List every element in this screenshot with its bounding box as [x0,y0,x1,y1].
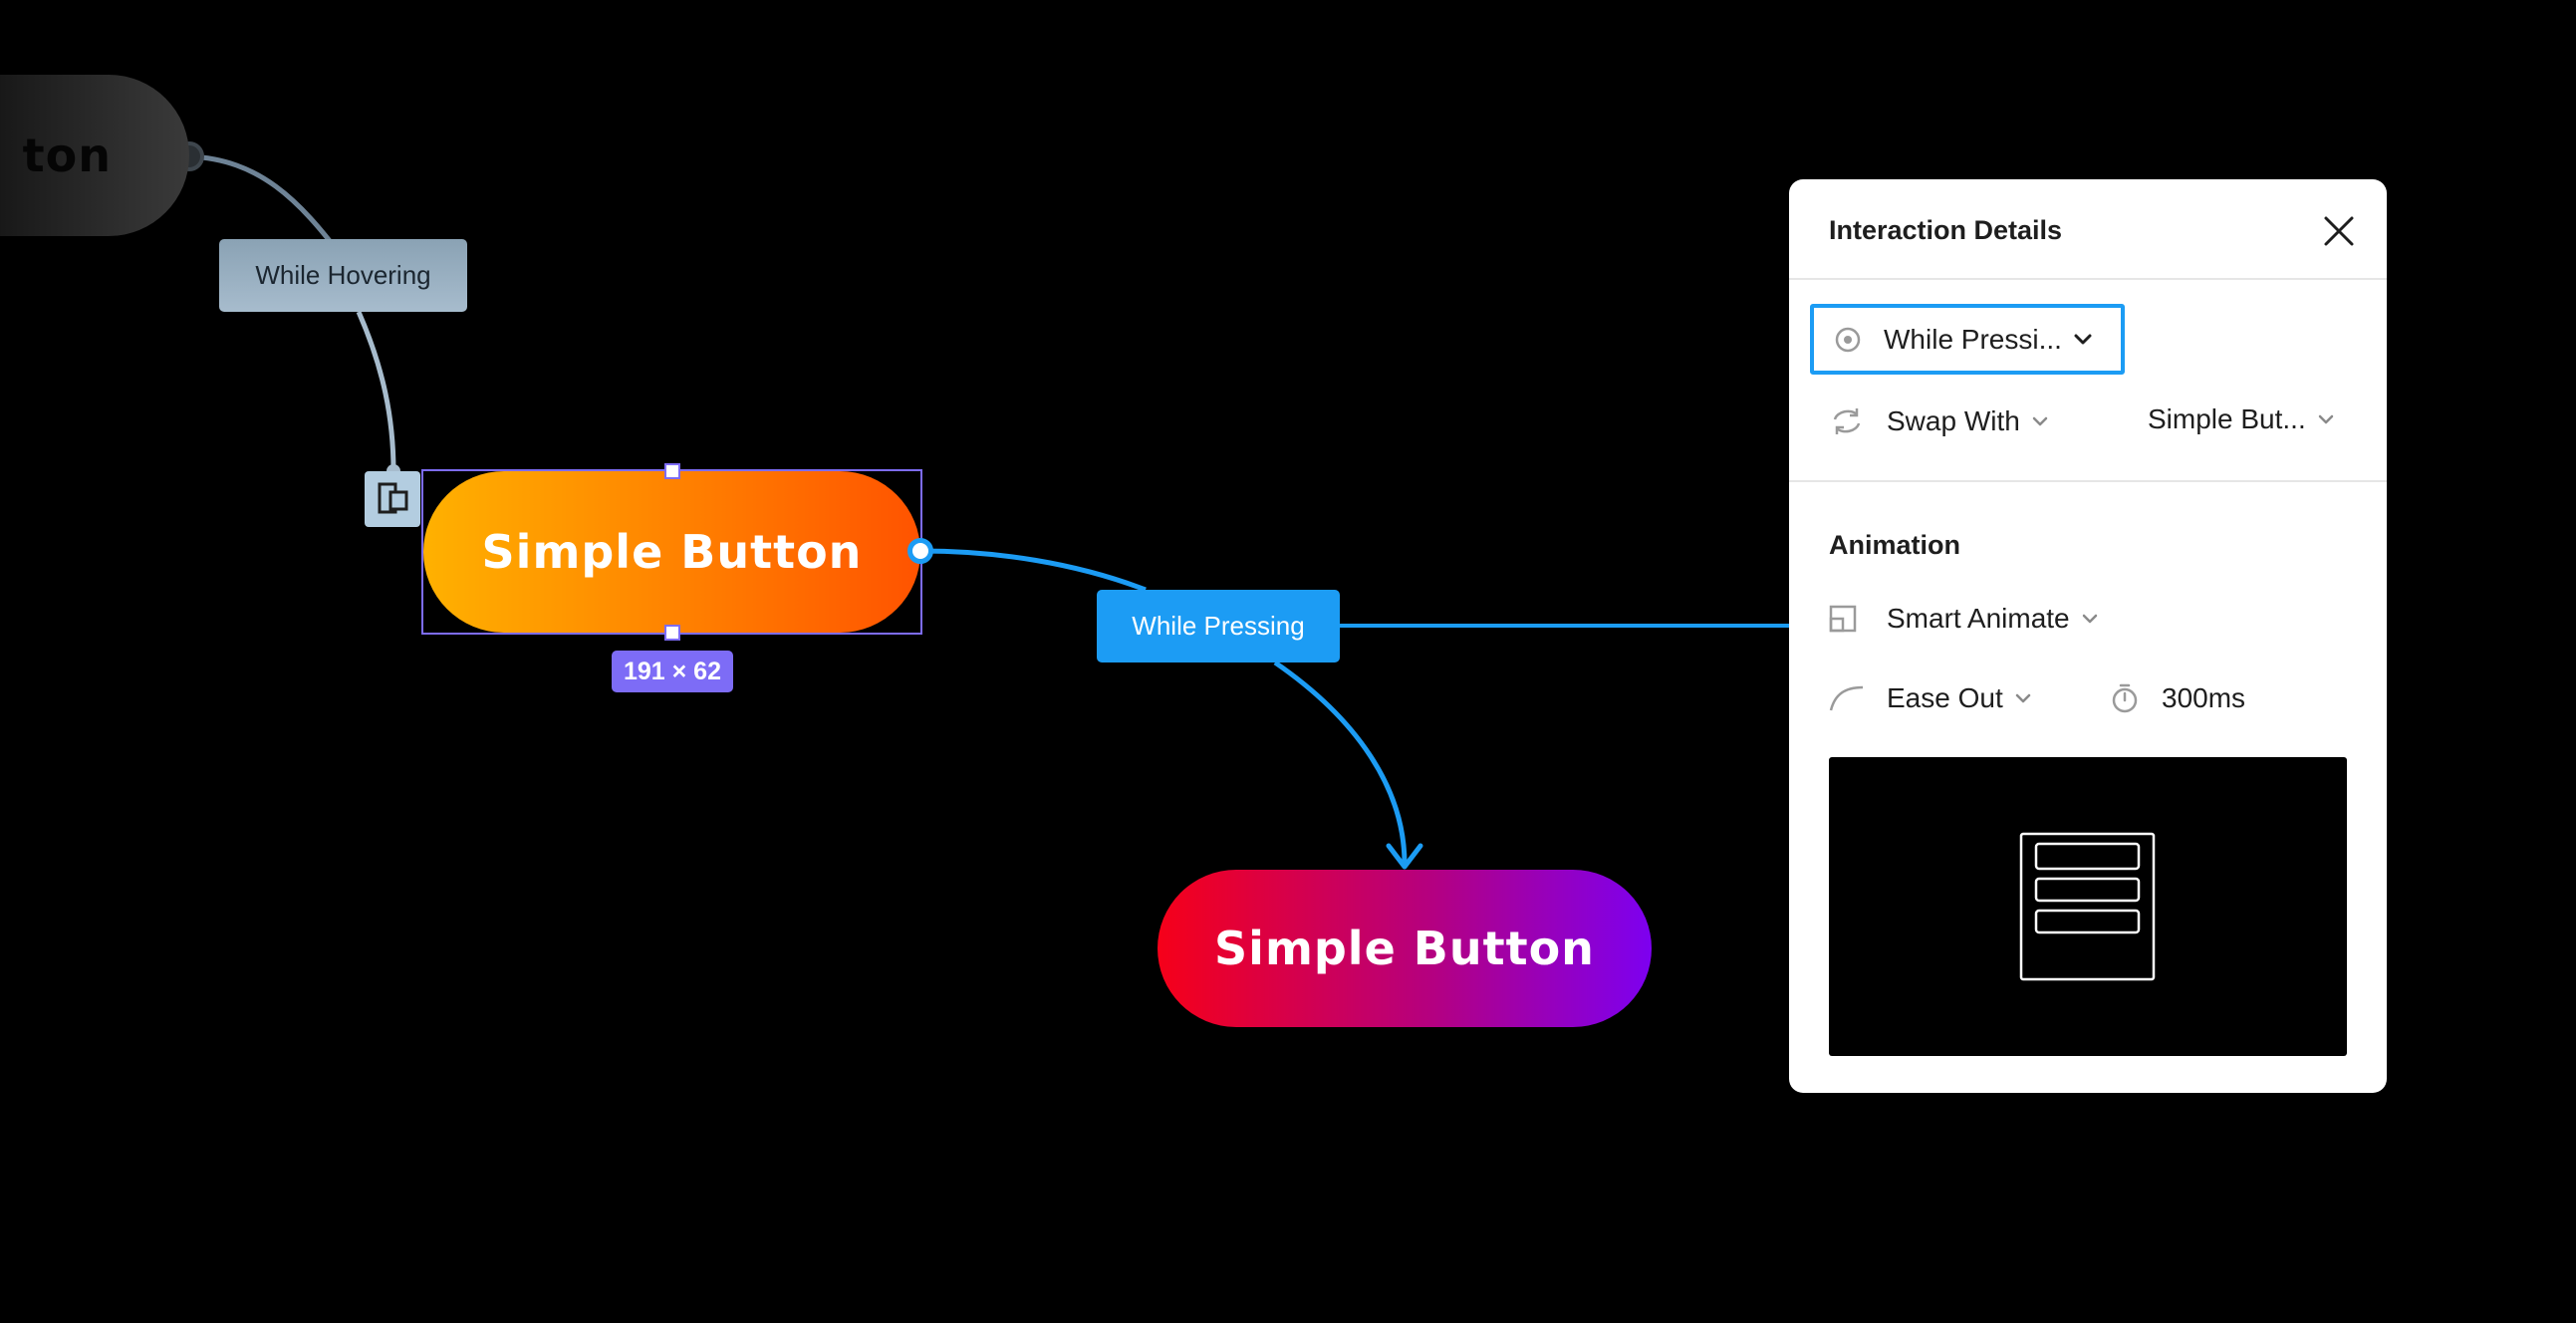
resize-handle-bottom[interactable] [664,625,680,641]
animation-section-title: Animation [1829,530,1960,560]
duration-value: 300ms [2162,682,2246,713]
selection-outline [421,469,922,635]
panel-divider [1789,480,2387,482]
chevron-down-icon [2082,614,2098,624]
chevron-down-icon [2318,414,2334,424]
chevron-down-icon [2015,693,2031,703]
simple-button-main[interactable]: Simple Button [423,471,920,633]
simple-button-target[interactable]: Simple Button [1158,870,1652,1027]
easing-dropdown[interactable]: Ease Out [1829,682,2031,714]
ease-curve-icon [1829,685,1864,711]
connection-node[interactable] [907,538,933,564]
timer-icon [2112,683,2138,713]
resize-handle-top[interactable] [664,463,680,479]
animation-preview [1829,757,2347,1056]
preview-device-icon [2019,832,2156,981]
arrow-head-icon [1386,843,1423,870]
simple-button-main-label: Simple Button [481,525,863,579]
panel-header: Interaction Details [1789,179,2387,280]
animation-type-dropdown[interactable]: Smart Animate [1829,603,2098,635]
duration-field[interactable]: 300ms [2110,682,2245,714]
while-pressing-tag[interactable]: While Pressing [1097,590,1340,662]
size-badge: 191 × 62 [612,651,733,692]
trigger-value: While Pressi... [1884,323,2062,355]
while-hovering-tag[interactable]: While Hovering [219,239,467,312]
action-dropdown[interactable]: Swap With [1829,403,2048,439]
animation-type-value: Smart Animate [1887,603,2070,634]
destination-value: Simple But... [2148,403,2306,434]
close-icon [2324,216,2354,246]
trigger-dropdown[interactable]: While Pressi... [1810,304,2125,375]
destination-dropdown[interactable]: Simple But... [2148,403,2334,435]
variant-glyph-icon [378,482,408,514]
ghost-variant-button[interactable]: ton [0,75,189,236]
chevron-down-icon [2074,334,2092,346]
while-hovering-label: While Hovering [255,260,431,290]
component-variant-icon[interactable] [365,471,420,527]
hover-connector-lower [356,310,396,472]
chevron-down-icon [2032,416,2048,426]
press-connector-out [1273,660,1408,865]
while-pressing-label: While Pressing [1132,611,1305,641]
hover-connector [188,153,346,261]
swap-icon [1833,408,1861,434]
interaction-details-panel: Interaction Details While Pressi... [1789,179,2387,1093]
close-button[interactable] [2317,209,2361,253]
action-value: Swap With [1887,405,2020,436]
target-icon [1835,327,1861,352]
ghost-variant-label: ton [22,129,112,182]
smart-animate-icon [1829,605,1857,633]
press-connector-in [920,548,1147,593]
panel-title: Interaction Details [1829,215,2063,245]
simple-button-target-label: Simple Button [1214,922,1595,975]
easing-value: Ease Out [1887,682,2003,713]
